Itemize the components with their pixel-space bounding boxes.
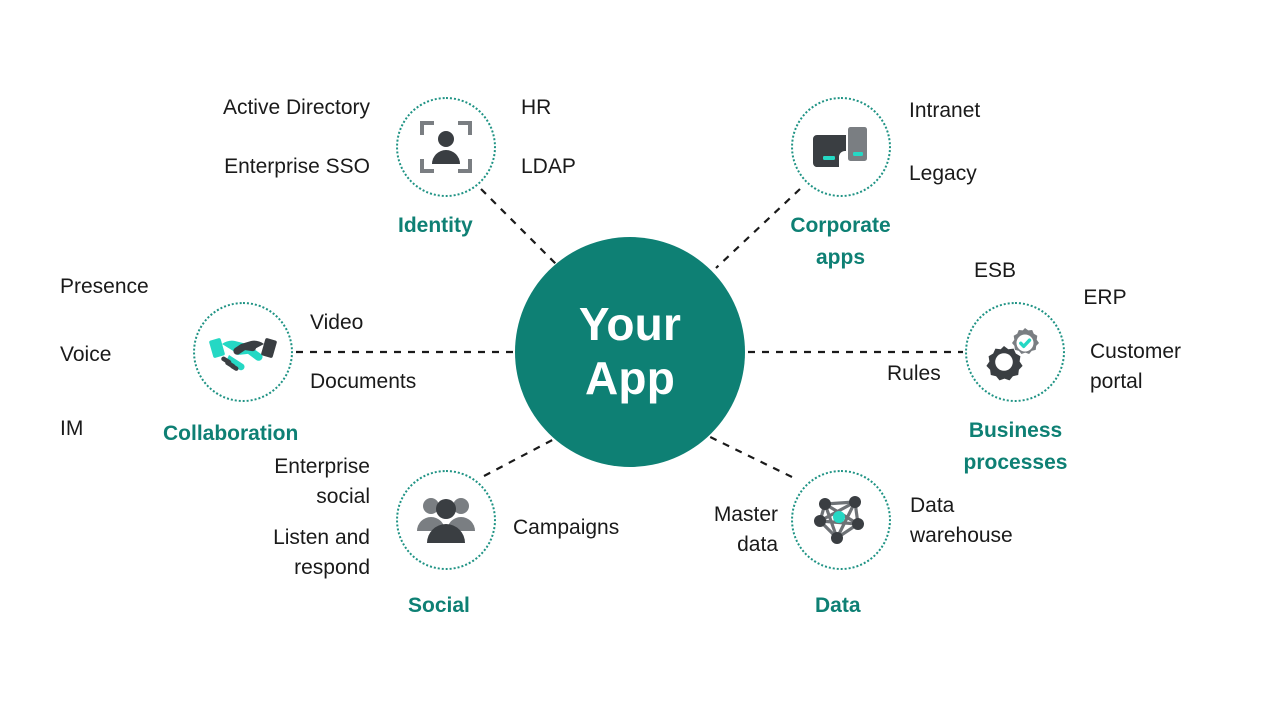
tag-ldap: LDAP [521, 155, 576, 178]
node-circle-collaboration[interactable] [193, 302, 293, 402]
node-label-corporate-apps: Corporate apps [790, 214, 891, 269]
tag-voice: Voice [60, 343, 112, 366]
person-in-frame-icon [416, 117, 476, 177]
connector-identity [480, 188, 559, 267]
tag-data-warehouse: Data warehouse [910, 494, 1013, 547]
tag-listen-and-respond: Listen and respond [273, 526, 370, 579]
node-label-collaboration: Collaboration [163, 422, 299, 445]
tag-customer-portal: Customer portal [1090, 340, 1182, 393]
tag-campaigns: Campaigns [513, 516, 620, 539]
tag-esb: ESB [973, 259, 1017, 282]
tag-master-data: Master data [713, 503, 778, 556]
node-circle-business-processes[interactable] [965, 302, 1065, 402]
node-circle-identity[interactable] [396, 97, 496, 197]
tag-presence: Presence [60, 275, 149, 298]
node-circle-data[interactable] [791, 470, 891, 570]
tag-intranet: Intranet [909, 99, 981, 122]
node-label-social: Social [408, 594, 470, 617]
tag-enterprise-social: Enterprise social [274, 455, 370, 508]
connector-data [703, 433, 793, 478]
hub-your-app[interactable]: Your App [515, 237, 745, 467]
tag-documents: Documents [310, 370, 417, 393]
tag-hr: HR [521, 96, 552, 119]
node-circle-corporate-apps[interactable] [791, 97, 891, 197]
tag-video: Video [310, 311, 364, 334]
node-label-data: Data [815, 594, 861, 617]
people-group-icon [414, 493, 478, 547]
node-circle-social[interactable] [396, 470, 496, 570]
node-label-identity: Identity [398, 214, 473, 237]
tag-enterprise-sso: Enterprise SSO [224, 155, 370, 178]
handshake-icon [209, 328, 277, 376]
node-label-business-processes: Business processes [963, 419, 1068, 474]
network-graph-icon [811, 491, 871, 549]
tag-rules: Rules [887, 362, 941, 385]
devices-icon [809, 117, 873, 177]
tag-im: IM [60, 417, 84, 440]
hub-title-line2: App [584, 352, 676, 404]
gears-check-icon [983, 322, 1047, 382]
tag-legacy: Legacy [909, 162, 977, 185]
hub-title-line1: Your [578, 298, 682, 351]
tag-active-directory: Active Directory [222, 96, 370, 119]
tag-erp: ERP [1083, 286, 1127, 309]
connector-social [483, 435, 561, 477]
